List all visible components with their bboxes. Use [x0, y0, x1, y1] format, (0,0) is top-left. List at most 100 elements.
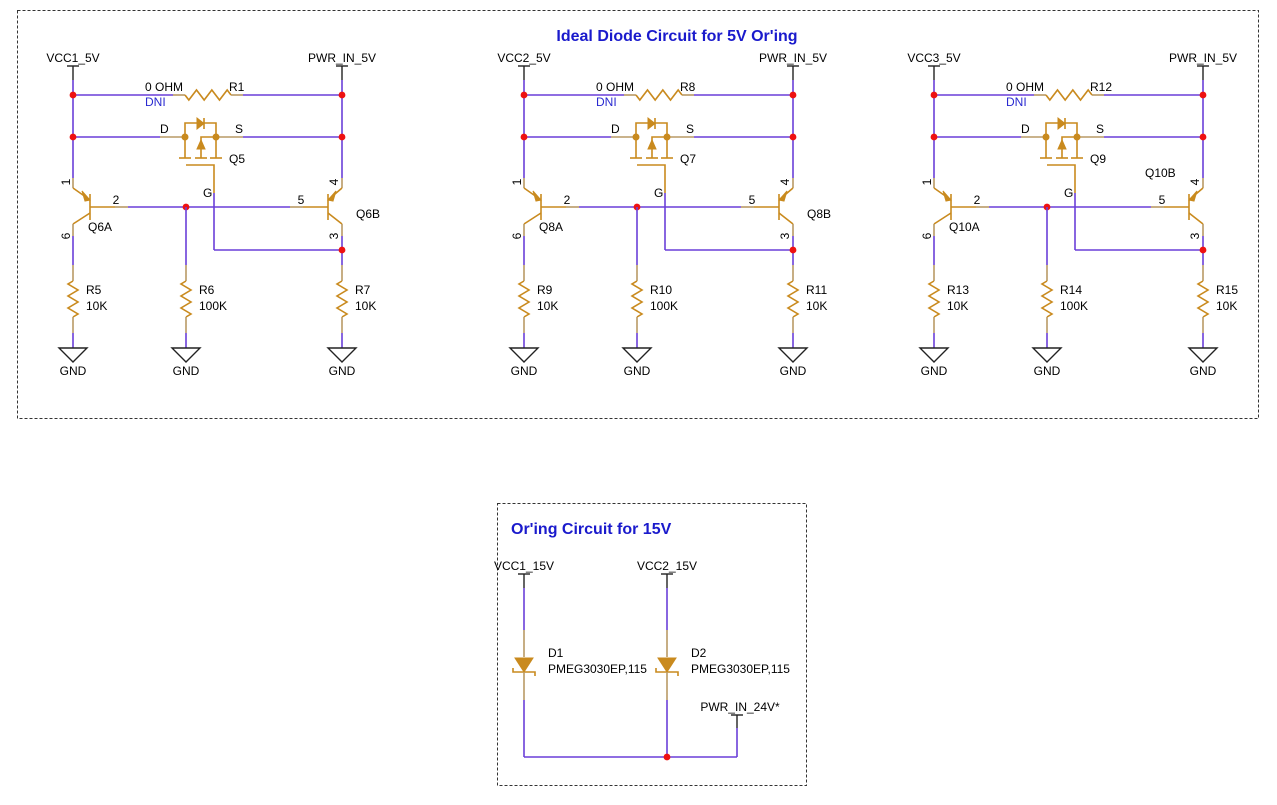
resistor-ref: R14	[1060, 283, 1082, 297]
junction-dot	[663, 753, 671, 761]
junction-dot	[930, 91, 938, 99]
mosfet-pin-d: D	[160, 122, 169, 136]
pin-number: 3	[327, 232, 341, 239]
mosfet-body-stub	[1061, 136, 1077, 158]
power-port-vin: VCC1_5V	[46, 51, 100, 80]
resistor-2: R14 100K	[1040, 265, 1088, 333]
transistor-a-ref: Q8A	[539, 220, 563, 234]
bypass-resistor-dni: DNI	[145, 95, 166, 109]
junction-dot	[520, 133, 528, 141]
resistor-zigzag	[517, 280, 531, 318]
oring-15v-circuit: VCC1_15VD1PMEG3030EP,115VCC2_15VD2PMEG30…	[494, 559, 790, 761]
mosfet-symbol	[179, 116, 222, 193]
power-port-vout: PWR_IN_5V	[759, 51, 827, 80]
resistor-zigzag	[184, 88, 232, 102]
transistor-a-symbol	[933, 178, 989, 236]
transistor-arrow-icon	[81, 190, 91, 202]
ground-icon	[918, 347, 950, 363]
resistor-value: 10K	[537, 299, 558, 313]
pin-number: 5	[298, 193, 305, 207]
pin-number: 4	[327, 178, 341, 185]
transistor-b-ref: Q10B	[1145, 166, 1176, 180]
diode-ref: D2	[691, 646, 707, 660]
transistor-arrow-icon	[778, 190, 788, 202]
power-port-15v: VCC2_15V	[637, 559, 697, 588]
ground-icon	[57, 347, 89, 363]
ground-label: GND	[329, 364, 356, 378]
net-label: VCC2_15V	[637, 559, 697, 573]
transistor-collector	[327, 212, 343, 225]
power-port-vout: PWR_IN_5V	[1169, 51, 1237, 80]
power-port-vin: VCC3_5V	[907, 51, 961, 80]
mosfet-pin-s: S	[235, 122, 243, 136]
ground-icon	[326, 347, 358, 363]
mosfet-body-stub	[651, 136, 667, 158]
bypass-resistor	[1034, 88, 1104, 102]
pin-number: 6	[920, 232, 934, 239]
bypass-resistor-value: 0 OHM	[1006, 80, 1044, 94]
output-net-label: PWR_IN_24V*	[700, 700, 780, 714]
transistor-b-symbol	[741, 178, 794, 236]
junction-dot	[520, 91, 528, 99]
net-label: VCC1_15V	[494, 559, 554, 573]
bypass-resistor-ref: R12	[1090, 80, 1112, 94]
resistor-zigzag	[179, 280, 193, 318]
transistor-b-symbol	[290, 178, 343, 236]
bypass-resistor	[173, 88, 243, 102]
body-diode-icon	[647, 116, 656, 131]
ground-symbol: GND	[621, 347, 653, 378]
resistor-value: 10K	[355, 299, 376, 313]
ground-label: GND	[511, 364, 538, 378]
junction-dot	[69, 133, 77, 141]
transistor-a-symbol	[72, 178, 128, 236]
ground-label: GND	[780, 364, 807, 378]
resistor-ref: R11	[806, 283, 827, 297]
ground-icon	[1031, 347, 1063, 363]
transistor-b-ref: Q8B	[807, 207, 831, 221]
net-label: VCC1_5V	[46, 51, 99, 65]
net-label: VCC2_5V	[497, 51, 550, 65]
resistor-zigzag	[335, 280, 349, 318]
transistor-arrow-icon	[327, 190, 337, 202]
resistor-ref: R7	[355, 283, 371, 297]
power-port-vin: VCC2_5V	[497, 51, 551, 80]
ground-label: GND	[921, 364, 948, 378]
resistor-ref: R13	[947, 283, 969, 297]
transistor-arrow-icon	[942, 190, 952, 202]
ground-symbol: GND	[508, 347, 540, 378]
ground-icon	[777, 347, 809, 363]
schottky-diode-icon	[657, 657, 677, 673]
ground-label: GND	[60, 364, 87, 378]
junction-dot	[789, 91, 797, 99]
bypass-resistor-ref: R8	[680, 80, 696, 94]
mosfet-pin-g: G	[203, 186, 212, 200]
mosfet-pin-g: G	[654, 186, 663, 200]
junction-dot	[338, 133, 346, 141]
ground-icon	[1187, 347, 1219, 363]
junction-dot	[338, 246, 346, 254]
resistor-value: 100K	[1060, 299, 1088, 313]
transistor-a-ref: Q10A	[949, 220, 980, 234]
net-label: VCC3_5V	[907, 51, 960, 65]
ground-label: GND	[173, 364, 200, 378]
mosfet-pin-d: D	[611, 122, 620, 136]
ground-symbol: GND	[57, 347, 89, 378]
pin-number: 1	[510, 178, 524, 185]
body-diode-icon	[196, 116, 205, 131]
resistor-zigzag	[1040, 280, 1054, 318]
ground-symbol: GND	[777, 347, 809, 378]
body-diode-icon	[1057, 116, 1066, 131]
ground-symbol: GND	[1031, 347, 1063, 378]
transistor-a-symbol	[523, 178, 579, 236]
mosfet-ref: Q5	[229, 152, 245, 166]
